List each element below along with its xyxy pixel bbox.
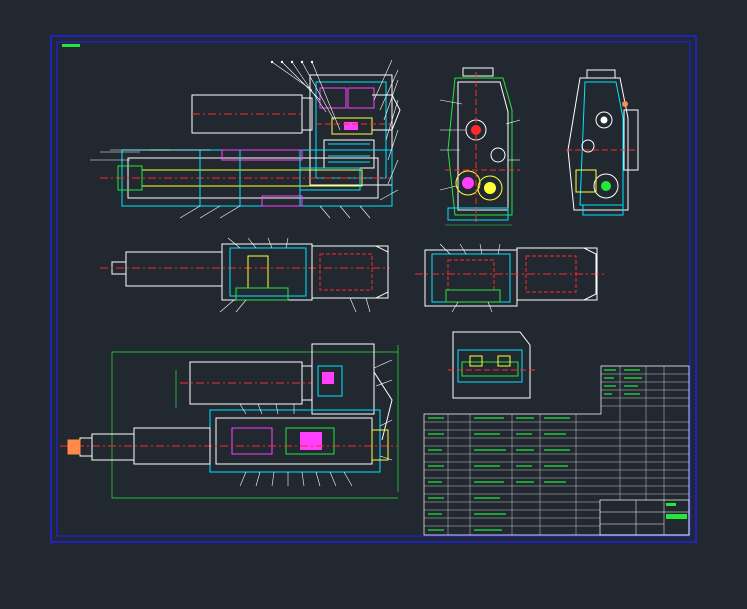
section-view-main: [90, 59, 401, 219]
corner-tag: [62, 44, 80, 47]
inner-border: [56, 41, 691, 537]
parts-list-table: [423, 365, 690, 536]
side-view-gearbox: [566, 69, 639, 216]
title-block: [599, 499, 690, 536]
front-view-gearbox: [439, 67, 521, 226]
assembly-view-bottom: [60, 343, 399, 499]
section-view-bb: [415, 243, 605, 313]
detail-view-small: [448, 331, 536, 399]
outer-border: [50, 35, 697, 543]
plan-view-actuator: [100, 237, 390, 313]
drawing-frame: [50, 35, 697, 543]
